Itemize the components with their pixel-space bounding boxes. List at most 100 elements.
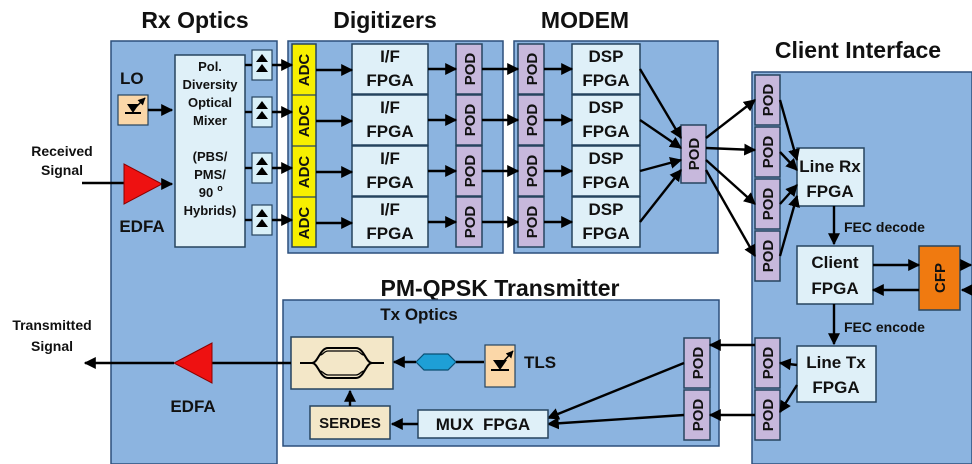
cfp-module: CFP — [918, 245, 961, 311]
svg-text:FPGA: FPGA — [806, 182, 853, 201]
modem-pod-2: POD — [517, 94, 545, 146]
svg-text:DSP: DSP — [589, 47, 624, 66]
svg-text:FPGA: FPGA — [366, 224, 413, 243]
client-fpga: Client FPGA — [796, 245, 874, 305]
received-signal-label-line2: Signal — [41, 162, 83, 178]
svg-text:POD: POD — [462, 53, 479, 86]
svg-text:FPGA: FPGA — [811, 279, 858, 298]
svg-text:Client: Client — [811, 253, 859, 272]
svg-text:POD: POD — [690, 399, 707, 432]
photodiode-1-icon — [251, 49, 273, 81]
mixer-label-line2: Diversity — [183, 77, 239, 92]
svg-text:FPGA: FPGA — [582, 122, 629, 141]
fec-encode-label: FEC encode — [844, 319, 925, 335]
heading-rx-optics: Rx Optics — [141, 7, 248, 33]
if-fpga-3: I/F FPGA — [351, 145, 429, 197]
svg-text:POD: POD — [524, 155, 541, 188]
if-fpga-1: I/F FPGA — [351, 43, 429, 95]
mixer-label-line7: PMS/ — [194, 167, 226, 182]
svg-text:CFP: CFP — [932, 263, 949, 293]
svg-text:Line Rx: Line Rx — [799, 157, 861, 176]
transmitted-signal-label-line2: Signal — [31, 338, 73, 354]
heading-tx-optics: Tx Optics — [380, 305, 457, 324]
dsp-fpga-1: DSP FPGA — [571, 43, 641, 95]
modem-pod-3: POD — [517, 145, 545, 197]
fec-decode-label: FEC decode — [844, 219, 925, 235]
dsp-fpga-3: DSP FPGA — [571, 145, 641, 197]
svg-text:POD: POD — [686, 138, 703, 171]
pol-diversity-optical-mixer — [174, 54, 246, 248]
svg-text:FPGA: FPGA — [582, 224, 629, 243]
lo-label: LO — [120, 69, 144, 88]
svg-text:POD: POD — [462, 206, 479, 239]
svg-text:Line Tx: Line Tx — [806, 353, 866, 372]
digitizer-pod-2: POD — [455, 94, 483, 146]
client-tx-pod-1: POD — [754, 337, 781, 389]
heading-client-interface: Client Interface — [775, 37, 941, 63]
adc-2-label: ADC — [296, 105, 313, 138]
line-tx-fpga: Line Tx FPGA — [796, 345, 877, 403]
svg-text:POD: POD — [760, 347, 777, 380]
svg-text:POD: POD — [462, 155, 479, 188]
photodiode-2-icon — [251, 96, 273, 128]
if-fpga-2: I/F FPGA — [351, 94, 429, 146]
svg-text:MUX FPGA: MUX FPGA — [436, 415, 530, 434]
mixer-label-line3: Optical — [188, 95, 232, 110]
svg-text:I/F: I/F — [380, 47, 400, 66]
mixer-label-line8: 90 — [199, 185, 213, 200]
tx-pod-2: POD — [683, 389, 711, 441]
line-rx-fpga: Line Rx FPGA — [796, 147, 865, 207]
svg-text:POD: POD — [462, 104, 479, 137]
svg-text:DSP: DSP — [589, 200, 624, 219]
heading-digitizers: Digitizers — [333, 7, 437, 33]
svg-text:I/F: I/F — [380, 149, 400, 168]
heading-modem: MODEM — [541, 7, 629, 33]
digitizer-pod-1: POD — [455, 43, 483, 95]
digitizer-pod-3: POD — [455, 145, 483, 197]
svg-text:I/F: I/F — [380, 98, 400, 117]
rx-edfa-label: EDFA — [119, 217, 164, 236]
svg-text:I/F: I/F — [380, 200, 400, 219]
mixer-label-line6: (PBS/ — [193, 149, 228, 164]
iq-modulator-icon — [290, 336, 394, 390]
svg-text:POD: POD — [760, 136, 777, 169]
client-tx-pod-2: POD — [754, 389, 781, 441]
phase-modulator-icon — [415, 353, 457, 371]
photodiode-4-icon — [251, 204, 273, 236]
modem-pod-4: POD — [517, 196, 545, 248]
tls-laser-icon — [484, 344, 516, 388]
lo-laser-icon — [117, 94, 149, 126]
svg-text:POD: POD — [760, 84, 777, 117]
mixer-label-line4: Mixer — [193, 113, 227, 128]
svg-text:DSP: DSP — [589, 149, 624, 168]
received-signal-label-line1: Received — [31, 143, 92, 159]
tls-label: TLS — [524, 353, 556, 372]
adc-1-label: ADC — [296, 54, 313, 87]
modem-pod-1: POD — [517, 43, 545, 95]
mixer-label-line9: Hybrids) — [184, 203, 237, 218]
client-pod-1: POD — [754, 74, 781, 126]
svg-text:FPGA: FPGA — [366, 71, 413, 90]
tx-edfa-label: EDFA — [170, 397, 215, 416]
dsp-fpga-2: DSP FPGA — [571, 94, 641, 146]
svg-text:POD: POD — [690, 347, 707, 380]
svg-text:DSP: DSP — [589, 98, 624, 117]
transmitted-signal-label-line1: Transmitted — [12, 317, 91, 333]
svg-text:POD: POD — [760, 240, 777, 273]
svg-text:POD: POD — [524, 104, 541, 137]
photodiode-3-icon — [251, 152, 273, 184]
mixer-label-line1: Pol. — [198, 59, 222, 74]
svg-text:FPGA: FPGA — [366, 122, 413, 141]
rx-edfa-amplifier-icon — [123, 163, 164, 205]
svg-text:FPGA: FPGA — [366, 173, 413, 192]
mux-fpga: MUX FPGA — [417, 409, 549, 439]
client-pod-2: POD — [754, 126, 781, 178]
svg-text:FPGA: FPGA — [812, 378, 859, 397]
digitizer-pod-4: POD — [455, 196, 483, 248]
svg-text:POD: POD — [524, 206, 541, 239]
svg-text:POD: POD — [524, 53, 541, 86]
if-fpga-4: I/F FPGA — [351, 196, 429, 248]
svg-text:POD: POD — [760, 399, 777, 432]
tx-pod-1: POD — [683, 337, 711, 389]
